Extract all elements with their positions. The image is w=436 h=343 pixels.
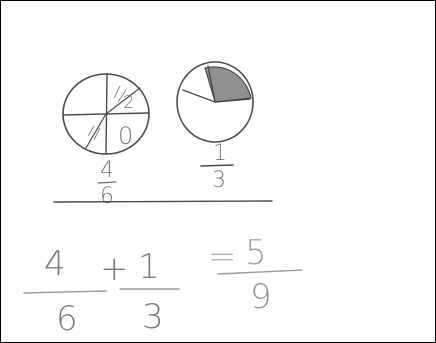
handwritten-fraction-drawing: 2 0 4 6 1 3 4 6 + bbox=[23, 61, 303, 339]
circle-mark-2: 2 bbox=[123, 92, 134, 113]
left-numerator: 4 bbox=[100, 158, 114, 183]
equals-sign: = bbox=[208, 237, 237, 277]
left-fraction-circle: 2 0 bbox=[62, 73, 150, 155]
left-circle-fraction: 4 6 bbox=[97, 158, 117, 209]
right-circle-fraction: 1 3 bbox=[200, 141, 234, 193]
result-numerator: 5 bbox=[245, 233, 267, 273]
addition-equation: 4 6 + 1 3 = 5 9 bbox=[23, 233, 303, 339]
right-fraction-circle bbox=[176, 61, 254, 143]
right-numerator: 1 bbox=[213, 141, 227, 166]
result-denominator: 9 bbox=[250, 277, 272, 317]
term2-numerator: 1 bbox=[138, 247, 160, 287]
plus-operator: + bbox=[100, 249, 129, 289]
right-denominator: 3 bbox=[212, 168, 226, 193]
circle-mark-0: 0 bbox=[118, 122, 133, 150]
term2-denominator: 3 bbox=[142, 297, 164, 337]
term1-numerator: 4 bbox=[44, 244, 66, 284]
left-denominator: 6 bbox=[100, 184, 114, 209]
divider-line bbox=[53, 200, 273, 203]
term1-denominator: 6 bbox=[56, 299, 78, 339]
